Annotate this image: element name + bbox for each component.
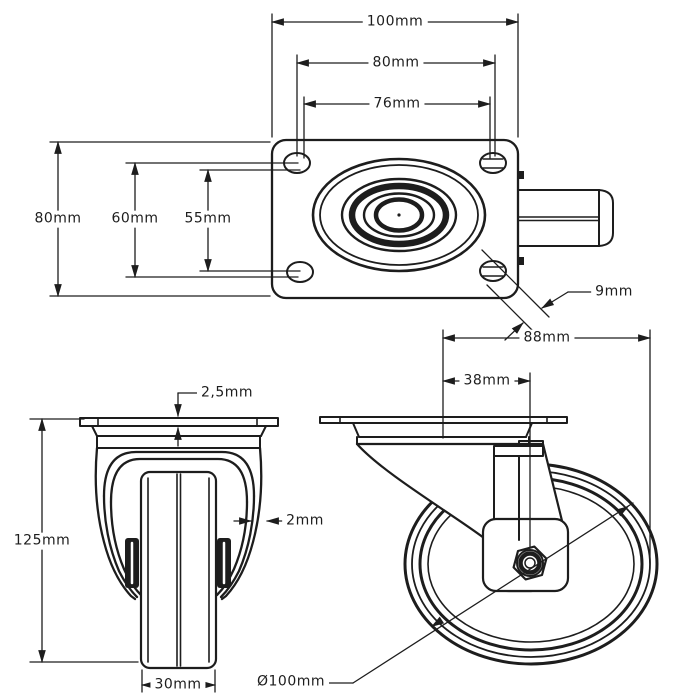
dim-bolt-hole-diameter: 9mm (591, 283, 637, 301)
plate-edge-tick (517, 171, 524, 179)
front-housing (91, 425, 267, 449)
wheel-behind-plate (517, 189, 614, 247)
swivel-caster-side-view (319, 329, 659, 684)
dim-bolt-spacing-depth-outer: 60mm (107, 210, 163, 228)
bearing-rings (311, 157, 487, 273)
side-fork-details (493, 440, 544, 541)
fixed-caster-front-view (29, 392, 287, 693)
plate-top-view (49, 13, 614, 341)
dim-bracket-thickness: 2mm (282, 512, 328, 530)
dim-bolt-spacing-depth-inner: 55mm (180, 210, 236, 228)
dim-bolt-spacing-width-outer: 80mm (368, 54, 424, 72)
front-wheel (139, 470, 218, 670)
side-view-dimension-lines (441, 329, 652, 564)
dim-plate-depth: 80mm (30, 210, 86, 228)
dim-wheel-diameter: Ø100mm (252, 673, 330, 691)
plate-edge-tick (517, 257, 524, 265)
dim-plate-thickness: 2,5mm (196, 384, 258, 402)
dim-overall-length: 88mm (519, 329, 575, 347)
wheel-diameter-leader (328, 502, 634, 684)
front-plate (79, 417, 279, 427)
dim-bolt-spacing-width-inner: 76mm (369, 95, 425, 113)
dim-swivel-offset: 38mm (459, 372, 515, 390)
dim-overall-height: 125mm (9, 532, 75, 550)
dim-wheel-width: 30mm (150, 676, 206, 694)
center-mark (397, 213, 401, 217)
dim-plate-width: 100mm (362, 13, 428, 31)
top-view-dimension-lines (49, 13, 597, 341)
